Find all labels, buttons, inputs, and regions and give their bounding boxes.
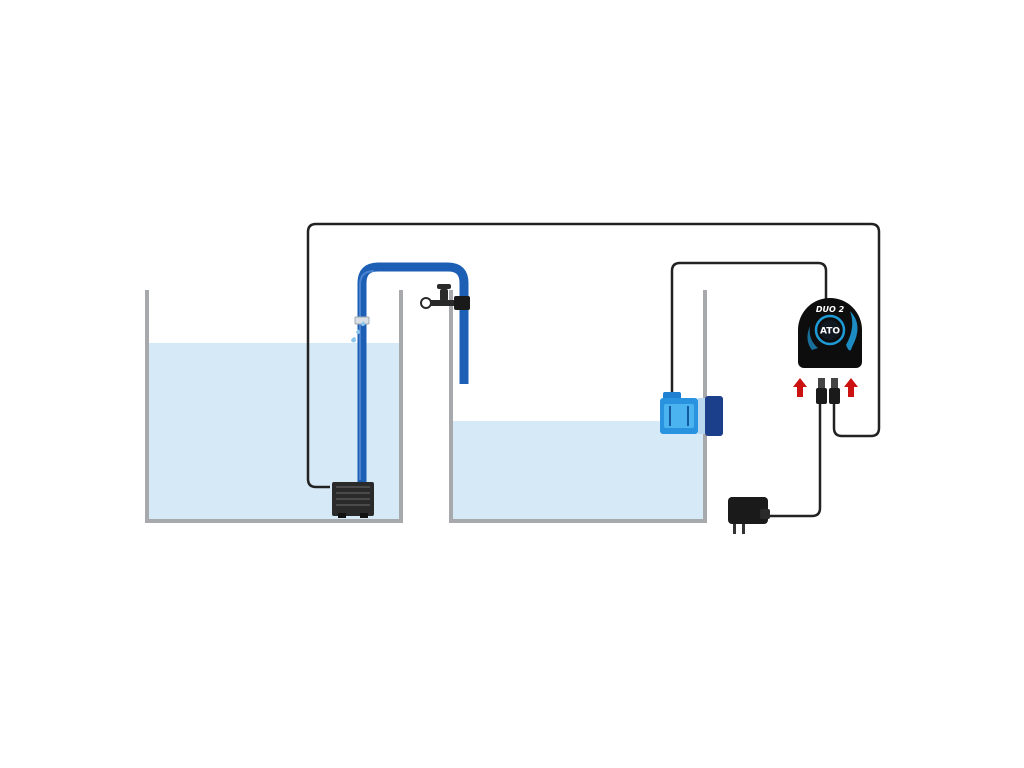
right-tank: [449, 290, 707, 523]
sensor-cable: [670, 261, 828, 392]
valve-icon: [420, 284, 470, 310]
power-adapter-icon: [728, 497, 770, 534]
return-pump-icon: [332, 482, 374, 518]
controller-badge-text: ATO: [820, 327, 840, 337]
optical-sensor-icon: [660, 392, 723, 436]
controller-icon: ATO DUO 2: [798, 298, 862, 368]
pump-power-cable: [306, 222, 881, 489]
right-tank-water: [452, 421, 704, 519]
left-tank-wall: [145, 290, 403, 523]
blue-tube-highlight: [359, 270, 375, 480]
water-drops-icon: [351, 321, 365, 343]
controller-plugs: [816, 378, 840, 404]
adapter-cable: [768, 402, 822, 518]
red-up-arrow-icon: [793, 378, 858, 397]
controller-brand-text: DUO 2: [816, 305, 845, 314]
